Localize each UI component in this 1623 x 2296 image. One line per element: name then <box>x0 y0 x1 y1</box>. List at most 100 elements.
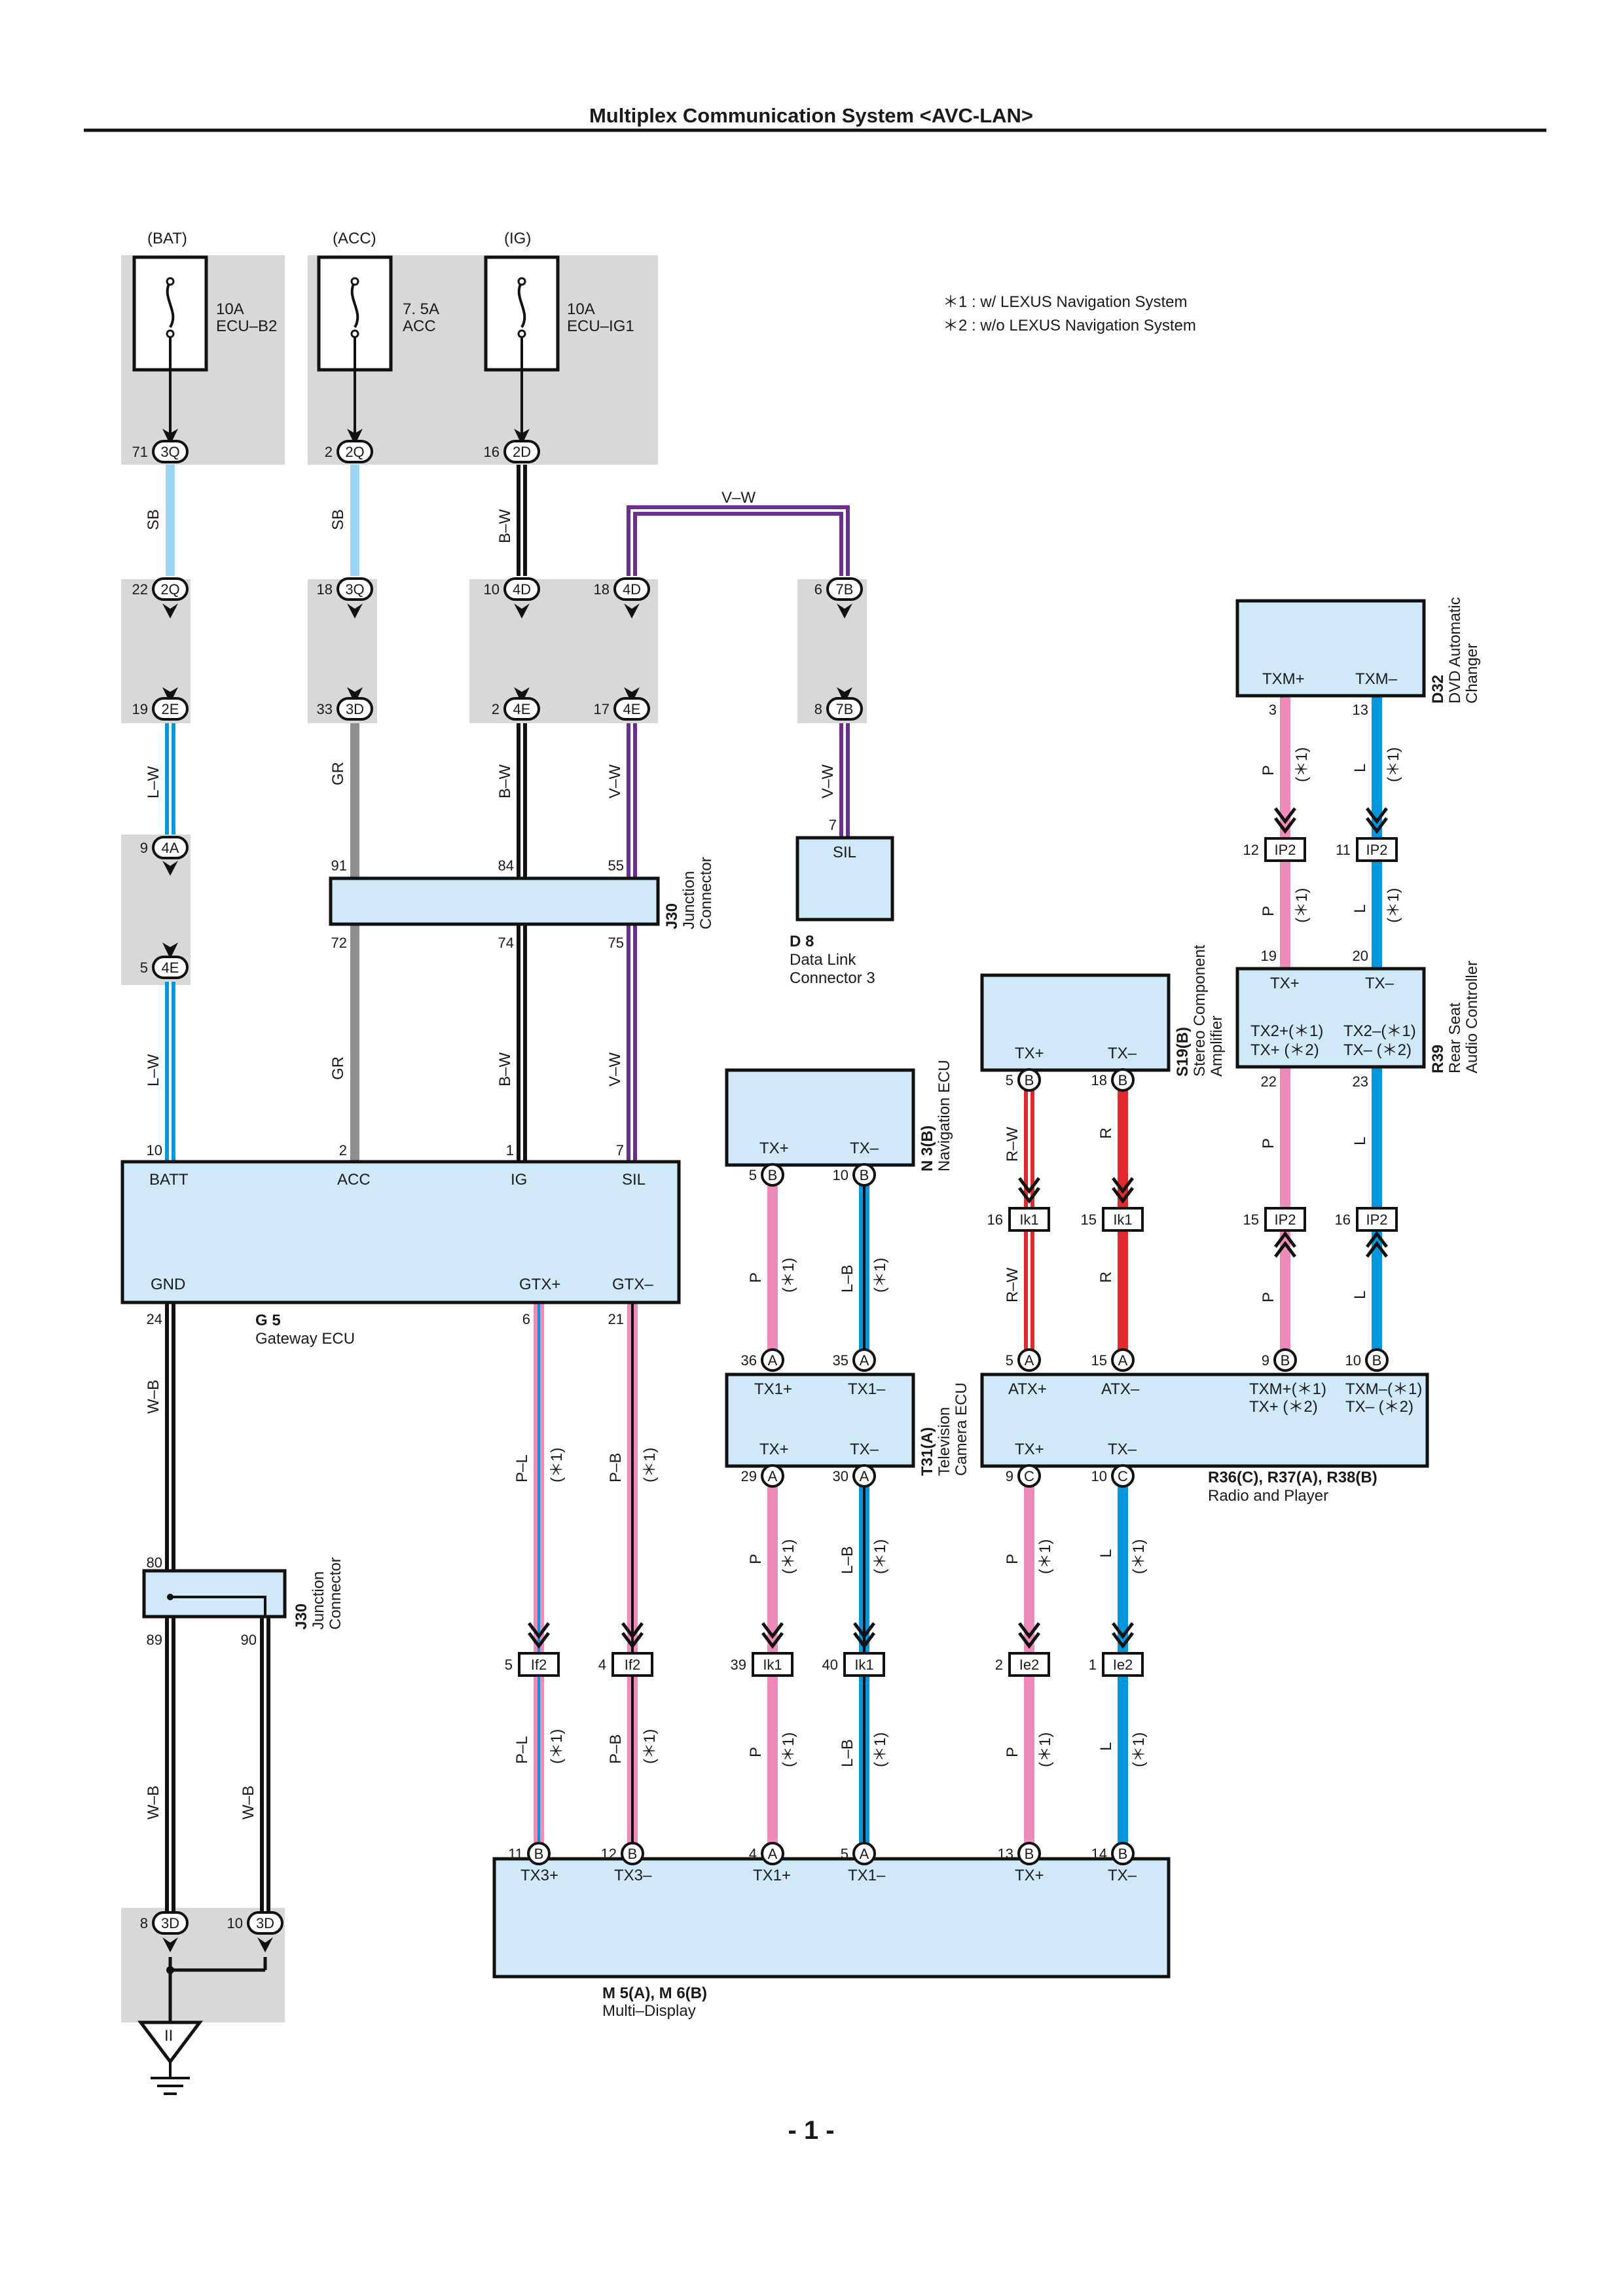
connector-tag <box>337 697 373 721</box>
connector-tag-label: C <box>1118 1468 1128 1484</box>
wire-color-label: L <box>1351 905 1369 913</box>
connector-tag-label: Ik1 <box>763 1657 782 1673</box>
connector-tag-label: A <box>1025 1352 1034 1369</box>
pin-number: 10 <box>1345 1352 1361 1369</box>
tv-camera-ecu: TX1+ TX1– TX+ TX– T31(A) Television Came… <box>725 1372 970 1476</box>
connector-tag-label: Ik1 <box>1019 1211 1038 1228</box>
pin-number: 19 <box>132 701 148 717</box>
rsac-txm: TX– <box>1365 975 1395 992</box>
radio-txp: TX+ <box>1015 1441 1044 1458</box>
pin-number: 21 <box>608 1311 624 1327</box>
pin-number: 18 <box>1091 1072 1107 1088</box>
gateway-batt: BATT <box>149 1171 189 1189</box>
connector-tag <box>1264 1207 1306 1232</box>
connector-tag <box>761 1464 784 1488</box>
connector-tag-label: B <box>1025 1846 1034 1862</box>
pin-number: 9 <box>1006 1468 1013 1484</box>
wire-color-label: L–B <box>839 1265 856 1293</box>
rsac-tx2p: TX2+(＊1) <box>1250 1022 1323 1040</box>
connector-tag-label: 7B <box>836 581 854 598</box>
pin-number: 16 <box>484 444 500 460</box>
rear-seat-audio-controller: TX+ TX– TX2+(＊1) TX2–(＊1) TX+ (＊2) TX– (… <box>1235 961 1481 1073</box>
connector-tag-label: 2D <box>513 444 531 460</box>
connector-tag-label: 2Q <box>345 444 364 460</box>
connector-tag-label: B <box>534 1846 544 1862</box>
pin-number: 2 <box>339 1142 347 1158</box>
rsac-id: R39 <box>1429 1045 1447 1073</box>
pin-number: 5 <box>841 1846 848 1862</box>
radio-txmm: TXM–(＊1) <box>1345 1380 1422 1398</box>
connector-tag-label: A <box>768 1468 778 1484</box>
connector-tag-label: A <box>860 1468 869 1484</box>
pin-number: 16 <box>1335 1211 1351 1228</box>
connector-tag-label: B <box>860 1167 869 1183</box>
connector-tag <box>752 1652 793 1677</box>
wire-note-label: (＊1) <box>1385 888 1402 923</box>
connector-tag <box>1111 1068 1135 1092</box>
pin-number: 71 <box>132 444 148 460</box>
dvd-txmp: TXM+ <box>1262 670 1305 688</box>
wire-note-label: (＊1) <box>871 1258 889 1293</box>
connector-tag-label: A <box>768 1846 778 1862</box>
data-link-connector: SIL D 8 Data Link Connector 3 <box>790 836 894 987</box>
connector-tag <box>1008 1652 1050 1677</box>
connector-tag <box>1008 1207 1050 1232</box>
pin-number: 12 <box>1243 842 1259 858</box>
connector-tag-label: A <box>860 1352 869 1369</box>
fuse-bat-source: (BAT) <box>147 230 187 247</box>
connector-tag-label: 4E <box>623 701 641 717</box>
pin-number: 5 <box>1006 1072 1013 1088</box>
nav-txp: TX+ <box>759 1139 789 1157</box>
wire-color-label: R–W <box>1004 1126 1021 1162</box>
connector-tag-label: IP2 <box>1274 842 1296 858</box>
connector-tag <box>527 1842 551 1865</box>
wire-color-label: B–W <box>496 764 514 798</box>
display-tx1m: TX1– <box>848 1867 886 1884</box>
pin-number: 35 <box>833 1352 848 1369</box>
connector-tag-label: 4E <box>513 701 531 717</box>
pin-number: 6 <box>814 581 822 598</box>
amp-txm: TX– <box>1108 1045 1137 1062</box>
connector-tag-label: B <box>1372 1352 1382 1369</box>
connector-tag-label: 4A <box>162 840 179 856</box>
wire-color-label: P–L <box>513 1454 531 1482</box>
gateway-id: G 5 <box>255 1312 281 1329</box>
connector-tag-label: IP2 <box>1274 1211 1296 1228</box>
nav-txm: TX– <box>850 1139 879 1157</box>
gateway-gtxp: GTX+ <box>519 1276 560 1293</box>
connector-tag-label: 7B <box>836 701 854 717</box>
pin-number: 13 <box>998 1846 1013 1862</box>
pin-number: 9 <box>140 840 148 856</box>
wire-note-label: (＊1) <box>548 1729 566 1764</box>
connector-tag-label: A <box>768 1352 778 1369</box>
pin-number: 16 <box>987 1211 1003 1228</box>
radio-txm: TX– <box>1108 1441 1137 1458</box>
wire-note-label: (＊1) <box>1130 1539 1148 1574</box>
pin-number: 72 <box>331 935 347 951</box>
wire-color-label: L <box>1097 1549 1115 1558</box>
gateway-gnd: GND <box>151 1276 185 1293</box>
wire-note-label: (＊1) <box>1036 1539 1054 1574</box>
connector-tag-label: B <box>1281 1352 1290 1369</box>
connector-tag <box>152 440 189 463</box>
connector-tag-label: Ie2 <box>1019 1657 1040 1673</box>
wire-note-label: (＊1) <box>1385 747 1402 782</box>
connector-tag <box>843 1652 885 1677</box>
pin-number: 30 <box>833 1468 848 1484</box>
pin-number: 20 <box>1353 948 1368 964</box>
wire-note-label: (＊1) <box>780 1258 797 1293</box>
pin-number: 19 <box>1261 948 1277 964</box>
wire-note-label: (＊1) <box>1293 888 1311 923</box>
pin-number: 55 <box>608 857 624 874</box>
tv-tx1p: TX1+ <box>754 1380 792 1398</box>
wire-color-label: P <box>1260 1292 1277 1302</box>
connector-tag-label: B <box>628 1846 638 1862</box>
wire-color-label: L–W <box>145 766 162 798</box>
stereo-amplifier: TX+ TX– S19(B) Stereo Component Amplifie… <box>980 944 1226 1077</box>
wire-color-label: P <box>1004 1747 1021 1757</box>
display-txm: TX– <box>1108 1867 1137 1884</box>
connector-tag <box>1017 1068 1041 1092</box>
connector-tag <box>152 577 189 601</box>
tv-name1: Television <box>936 1407 953 1476</box>
